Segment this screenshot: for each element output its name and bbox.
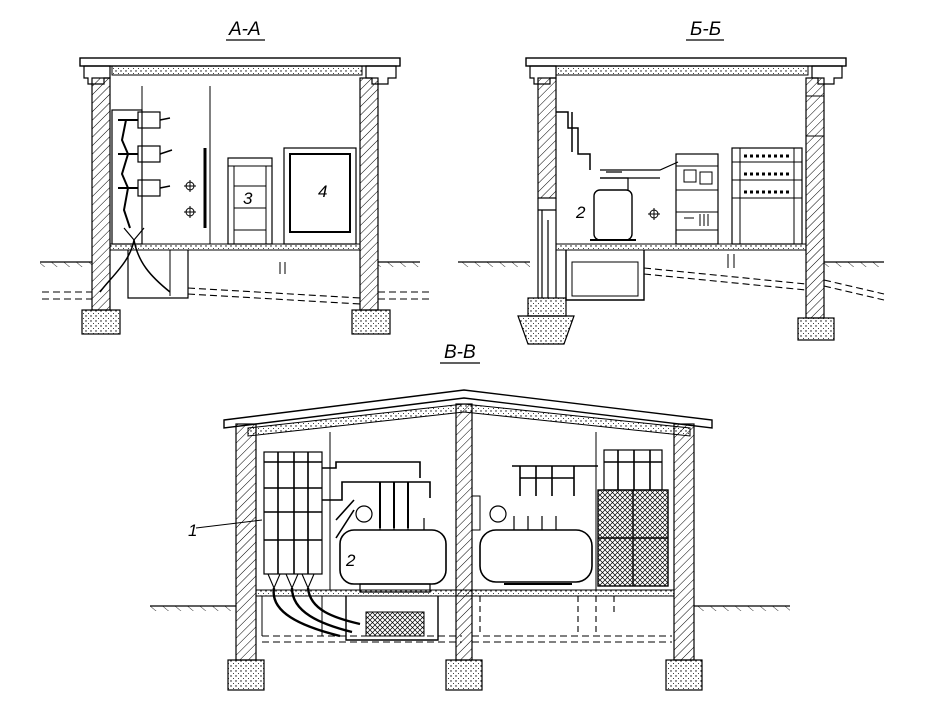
channel-left — [261, 596, 323, 636]
lv-switchboard — [675, 153, 719, 245]
floor-slab — [555, 243, 807, 251]
pitched-roof — [223, 389, 713, 429]
lv-cabinet-mesh — [597, 489, 669, 587]
foundation-left — [527, 297, 567, 317]
foundation-right — [665, 659, 703, 691]
disconnector-mid — [137, 145, 161, 163]
pipe-stub — [279, 262, 286, 274]
lamp-icon — [184, 206, 196, 218]
busbar-down — [118, 119, 138, 229]
cable-dashed-inside — [187, 287, 361, 305]
section-vv: В-В 1 — [150, 342, 790, 691]
leader-1 — [195, 519, 263, 529]
floor-slab — [109, 243, 361, 251]
roof-slab — [525, 57, 847, 67]
lamp-icon — [648, 208, 660, 220]
item-4-label: 4 — [318, 182, 327, 201]
section-aa-title: А-А — [228, 19, 261, 40]
cable-trench-dashed — [262, 635, 672, 643]
roof-slab — [79, 57, 401, 67]
floor-slab — [255, 589, 675, 597]
item-1-label: 1 — [188, 521, 197, 540]
item-3-label: 3 — [243, 189, 253, 208]
wall-left — [537, 77, 557, 199]
foundation-right — [351, 309, 391, 335]
cable-dashed-outside — [42, 291, 430, 300]
cable-curves — [99, 239, 171, 293]
ground-hatch-right — [824, 262, 884, 267]
pipe-stub — [727, 254, 735, 268]
center-column — [455, 403, 473, 661]
lv-busframe — [603, 449, 663, 491]
distribution-rack — [731, 147, 803, 245]
busbar-left — [322, 461, 431, 539]
foundation-right — [797, 317, 835, 341]
pit-grating-left — [365, 611, 425, 637]
transformer-right — [479, 505, 593, 585]
busbar-links — [159, 117, 173, 189]
roof-insulation — [111, 65, 363, 76]
ground-hatch-right — [378, 262, 420, 267]
switchgear-frame — [111, 109, 143, 245]
oil-pit — [565, 250, 645, 301]
vent-opening — [805, 95, 825, 137]
disconnector-top — [137, 111, 161, 129]
wall-right — [805, 77, 825, 319]
foundation-center — [445, 659, 483, 691]
entry-gate — [537, 198, 557, 298]
pit-dashed-right — [479, 596, 615, 636]
partitions — [329, 432, 597, 590]
oil-pit-left — [345, 596, 439, 641]
wall-left — [91, 77, 111, 311]
section-bb: Б-Б 2 — [458, 19, 885, 345]
hv-switchgear-1 — [263, 451, 361, 638]
item-2-label: 2 — [575, 203, 586, 222]
section-vv-title: В-В — [444, 342, 476, 363]
disconnector-low — [137, 179, 161, 197]
item-2b-label: 2 — [345, 551, 356, 570]
wall-right — [673, 423, 695, 661]
transformer-2-left: 2 — [339, 505, 447, 593]
section-bb-title: Б-Б — [690, 19, 721, 40]
section-aa: А-А — [40, 19, 430, 335]
oil-pit-inner — [571, 261, 639, 297]
cable-terminal — [123, 227, 145, 241]
wall-left — [235, 423, 257, 661]
wall-right — [359, 77, 379, 311]
cable-channel — [127, 250, 189, 299]
roof-insulation — [555, 65, 809, 76]
bus-bridge — [600, 161, 679, 179]
ground-hatch-right — [694, 606, 790, 611]
ground-hatch-left — [40, 262, 92, 267]
lamp-icon — [184, 180, 196, 192]
wall-bracket — [471, 495, 481, 531]
hv-bus — [556, 111, 591, 170]
ground-hatch-left — [150, 606, 236, 611]
equipment-4: 4 — [283, 147, 357, 245]
ground-hatch-left — [458, 262, 530, 267]
foundation-left — [81, 309, 121, 335]
transformer-2: 2 — [575, 171, 636, 241]
foundation-left — [227, 659, 265, 691]
equipment-3: 3 — [227, 157, 273, 245]
busbar-right — [512, 465, 598, 496]
footing-left — [517, 315, 575, 345]
cable-dashed — [643, 267, 885, 301]
